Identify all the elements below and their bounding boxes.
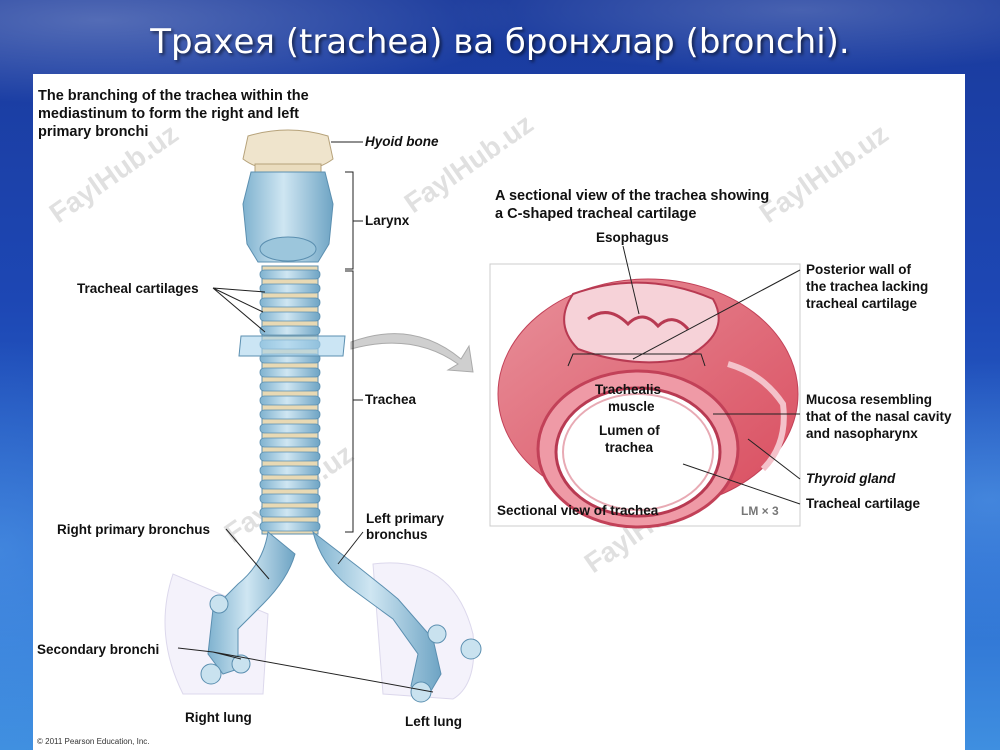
copyright-label: © 2011 Pearson Education, Inc.	[37, 737, 149, 746]
trachea-label: Trachea	[365, 392, 417, 407]
left-primary-bronchus-label: Left primary	[366, 511, 445, 526]
larynx-label: Larynx	[365, 213, 410, 228]
posterior-wall-label: the trachea lacking	[806, 279, 928, 294]
tracheal-ring	[259, 479, 321, 490]
tracheal-ring	[259, 521, 321, 532]
lumen-label: Lumen of	[599, 423, 660, 438]
tracheal-ring	[259, 311, 321, 322]
left-caption-line: primary bronchi	[38, 124, 148, 140]
tracheal-ring	[259, 437, 321, 448]
leader-lines	[177, 141, 801, 693]
bronchus-end	[460, 638, 482, 660]
tracheal-cartilage-label: Tracheal cartilage	[806, 496, 921, 511]
mucosa-label: that of the nasal cavity	[806, 409, 952, 424]
larynx-shape	[242, 171, 334, 263]
tracheal-ring	[259, 409, 321, 420]
tracheal-ring	[259, 367, 321, 378]
bronchus-end	[410, 681, 432, 703]
trachealis-muscle-label: Trachealis	[595, 382, 661, 397]
figure-panel: FaylHub.uz FaylHub.uz FaylHub.uz FaylHub…	[33, 74, 965, 750]
thyroid-gland-label: Thyroid gland	[806, 471, 896, 486]
trachea-figure: FaylHub.uz FaylHub.uz FaylHub.uz FaylHub…	[37, 88, 952, 746]
tracheal-ring	[259, 451, 321, 462]
mucosa-label: Mucosa resembling	[806, 392, 932, 407]
right-caption-line: A sectional view of the trachea showing	[495, 188, 769, 204]
hyoid-bone-label: Hyoid bone	[365, 134, 439, 149]
watermark: FaylHub.uz	[754, 118, 894, 229]
magnification-label: LM × 3	[741, 504, 779, 518]
bronchus-end	[231, 654, 251, 674]
tracheal-ring	[259, 269, 321, 280]
left-caption-line: The branching of the trachea within the	[38, 88, 309, 104]
tracheal-ring	[259, 423, 321, 434]
bronchus-end	[209, 594, 229, 614]
bronchus-end	[200, 663, 222, 685]
hyoid-bone-shape	[242, 129, 334, 170]
trachealis-muscle-label: muscle	[608, 399, 655, 414]
section-arrow	[350, 333, 474, 373]
bronchus-end	[427, 624, 447, 644]
section-plane	[238, 335, 346, 357]
tracheal-cartilages-label: Tracheal cartilages	[77, 281, 199, 296]
tracheal-ring	[259, 395, 321, 406]
tracheal-ring	[259, 325, 321, 336]
right-caption-line: a C-shaped tracheal cartilage	[495, 206, 696, 222]
tracheal-ring	[259, 381, 321, 392]
esophagus-label: Esophagus	[596, 230, 669, 245]
slide-title: Трахея (trachea) ва бронхлар (bronchi).	[150, 22, 850, 62]
lumen-label: trachea	[605, 440, 654, 455]
left-caption-line: mediastinum to form the right and left	[38, 106, 299, 122]
left-primary-bronchus-label: bronchus	[366, 527, 428, 542]
posterior-wall-label: Posterior wall of	[806, 262, 912, 277]
cricoid-shape	[259, 236, 317, 262]
micrograph-image	[497, 278, 799, 529]
right-bronchus-shape	[207, 531, 296, 675]
tracheal-ring	[259, 493, 321, 504]
tracheal-ring	[259, 465, 321, 476]
posterior-wall-label: tracheal cartilage	[806, 296, 918, 311]
mucosa-label: and nasopharynx	[806, 426, 918, 441]
tracheal-ring	[259, 507, 321, 518]
right-primary-bronchus-label: Right primary bronchus	[57, 522, 210, 537]
tracheal-ring	[259, 297, 321, 308]
secondary-bronchi-label: Secondary bronchi	[37, 642, 159, 657]
tracheal-ring	[259, 283, 321, 294]
sectional-view-label: Sectional view of trachea	[497, 503, 659, 518]
right-lung-label: Right lung	[185, 710, 252, 725]
left-lung-label: Left lung	[405, 714, 462, 729]
